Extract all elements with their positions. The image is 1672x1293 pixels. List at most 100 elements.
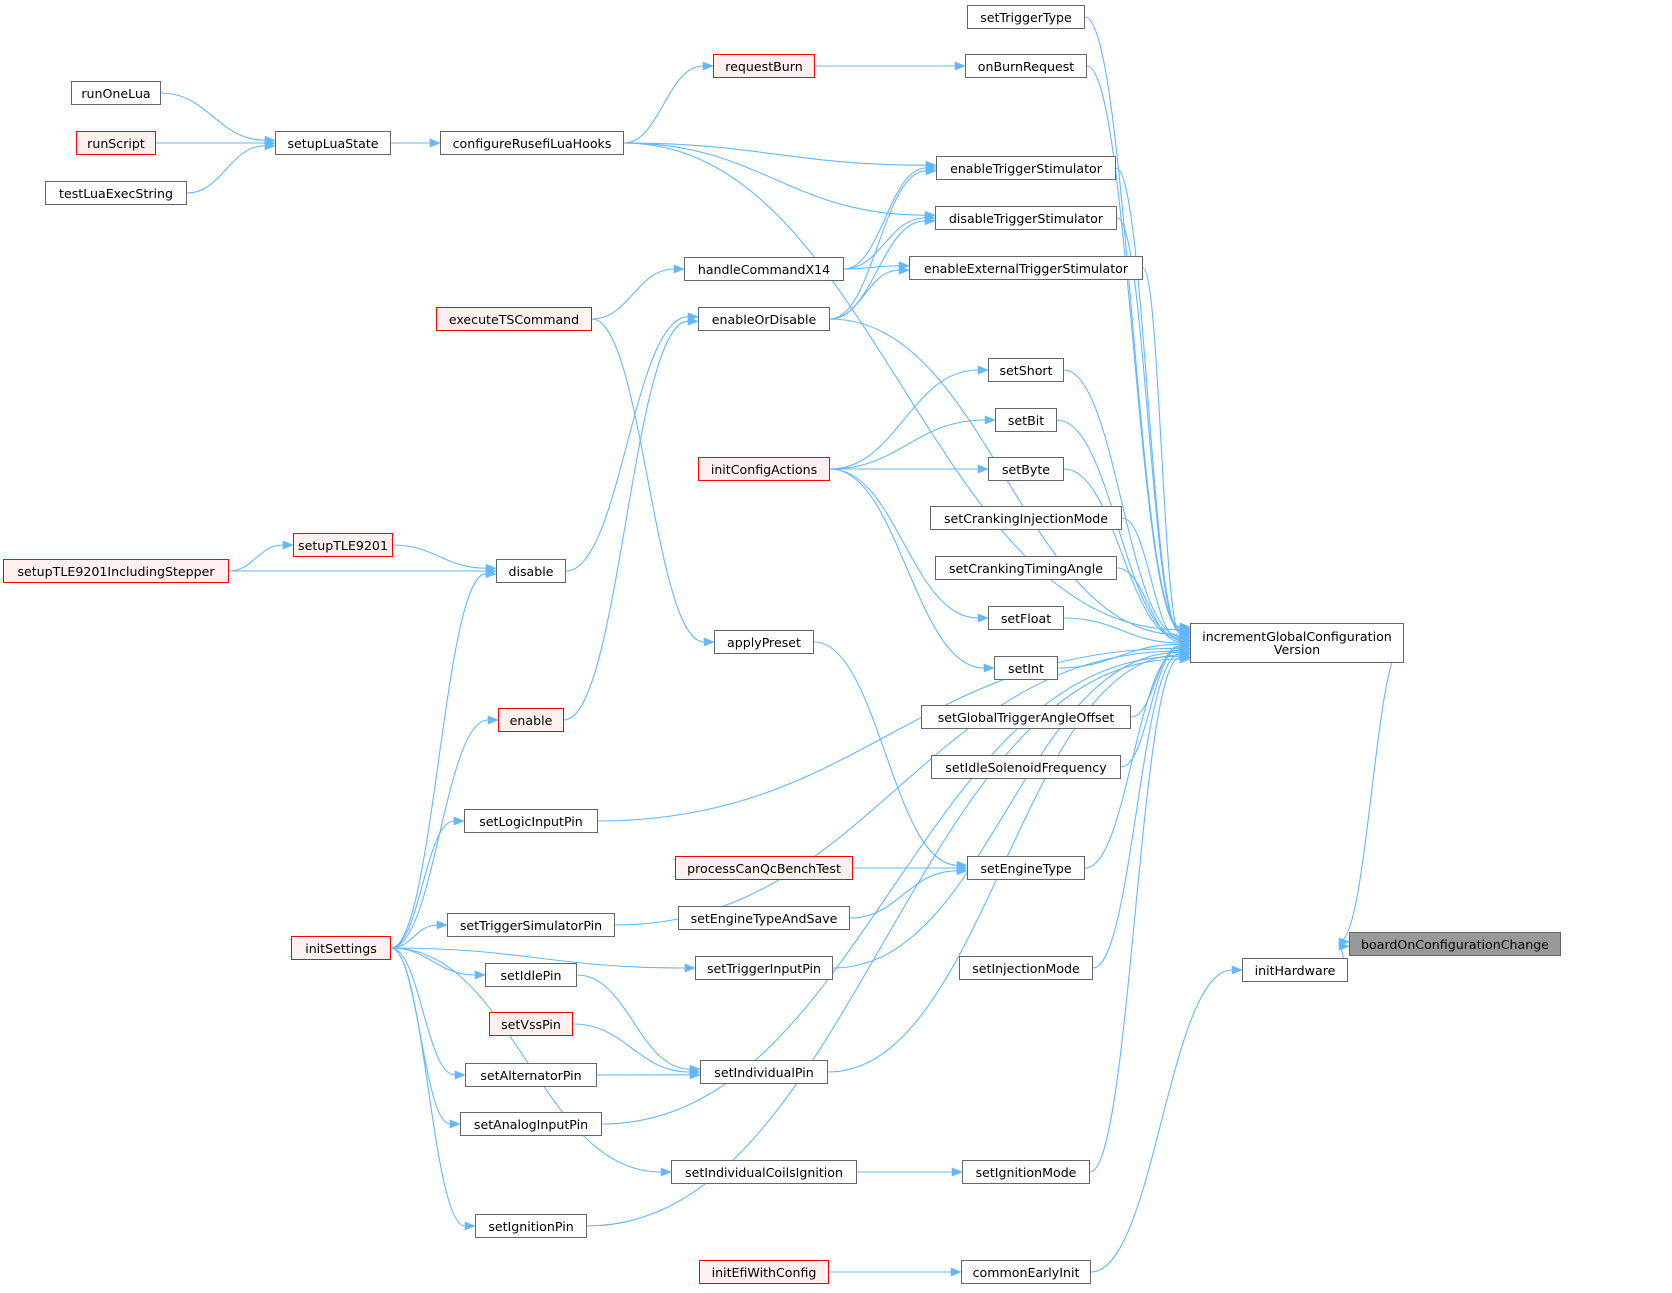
node-label: handleCommandX14: [698, 263, 830, 276]
arrowhead-initSettings-to-setAnalogInputPin: [450, 1120, 460, 1128]
node-label: executeTSCommand: [449, 313, 579, 326]
edge-disable-to-enableOrDisable: [566, 317, 688, 571]
node-enable[interactable]: enable: [498, 708, 564, 732]
node-label: incrementGlobalConfiguration Version: [1202, 630, 1392, 656]
node-setByte[interactable]: setByte: [988, 457, 1064, 481]
node-label: setEngineTypeAndSave: [691, 912, 838, 925]
node-setTriggerType[interactable]: setTriggerType: [967, 5, 1085, 29]
node-setShort[interactable]: setShort: [988, 358, 1064, 382]
edge-runOneLua-to-setupLuaState: [161, 93, 265, 140]
edge-incrementGlobalConfigurationVersion-to-boardOnConfigurationChange: [1339, 643, 1404, 942]
node-setupTLE9201IncludingStepper[interactable]: setupTLE9201IncludingStepper: [3, 559, 229, 583]
node-setIgnitionPin[interactable]: setIgnitionPin: [475, 1214, 587, 1238]
arrowhead-initConfigActions-to-setInt: [984, 664, 994, 672]
node-setTriggerInputPin[interactable]: setTriggerInputPin: [695, 956, 833, 980]
node-initHardware[interactable]: initHardware: [1242, 958, 1348, 982]
node-testLuaExecString[interactable]: testLuaExecString: [45, 181, 187, 205]
node-label: onBurnRequest: [978, 60, 1074, 73]
arrowhead-setIndividualCoilsIgnition-to-setIgnitionMode: [952, 1168, 962, 1176]
node-handleCommandX14[interactable]: handleCommandX14: [684, 257, 844, 281]
node-setupLuaState[interactable]: setupLuaState: [275, 131, 391, 155]
arrowhead-initConfigActions-to-setByte: [978, 465, 988, 473]
node-setCrankingTimingAngle[interactable]: setCrankingTimingAngle: [935, 556, 1117, 580]
node-configureRusefiLuaHooks[interactable]: configureRusefiLuaHooks: [440, 131, 624, 155]
node-setAnalogInputPin[interactable]: setAnalogInputPin: [460, 1112, 602, 1136]
node-applyPreset[interactable]: applyPreset: [714, 630, 814, 654]
node-requestBurn[interactable]: requestBurn: [713, 54, 815, 78]
edge-setTriggerSimulatorPin-to-incrementGlobalConfigurationVersion: [615, 651, 1180, 925]
node-setIndividualCoilsIgnition[interactable]: setIndividualCoilsIgnition: [671, 1160, 857, 1184]
edge-commonEarlyInit-to-initHardware: [1091, 970, 1232, 1272]
node-onBurnRequest[interactable]: onBurnRequest: [965, 54, 1087, 78]
edge-setIdlePin-to-setIndividualPin: [577, 975, 690, 1069]
node-label: setEngineType: [980, 862, 1071, 875]
node-label: initConfigActions: [711, 463, 817, 476]
node-disable[interactable]: disable: [496, 559, 566, 583]
node-executeTSCommand[interactable]: executeTSCommand: [436, 307, 592, 331]
node-initConfigActions[interactable]: initConfigActions: [698, 457, 830, 481]
node-label: configureRusefiLuaHooks: [453, 137, 612, 150]
node-initSettings[interactable]: initSettings: [291, 936, 391, 960]
node-setEngineTypeAndSave[interactable]: setEngineTypeAndSave: [678, 906, 850, 930]
node-incrementGlobalConfigurationVersion[interactable]: incrementGlobalConfiguration Version: [1190, 623, 1404, 663]
arrowhead-initSettings-to-setTriggerSimulatorPin: [437, 921, 447, 929]
node-label: applyPreset: [727, 636, 801, 649]
node-setEngineType[interactable]: setEngineType: [967, 856, 1085, 880]
node-commonEarlyInit[interactable]: commonEarlyInit: [961, 1260, 1091, 1284]
edge-configureRusefiLuaHooks-to-requestBurn: [624, 66, 703, 143]
node-setInjectionMode[interactable]: setInjectionMode: [959, 956, 1093, 980]
node-setIdlePin[interactable]: setIdlePin: [485, 963, 577, 987]
node-disableTriggerStimulator[interactable]: disableTriggerStimulator: [935, 206, 1117, 230]
node-label: setByte: [1002, 463, 1050, 476]
arrowhead-initSettings-to-enable: [488, 716, 498, 724]
node-setVssPin[interactable]: setVssPin: [489, 1012, 573, 1036]
node-processCanQcBenchTest[interactable]: processCanQcBenchTest: [675, 856, 853, 880]
node-label: boardOnConfigurationChange: [1361, 938, 1549, 951]
arrowhead-initSettings-to-setIgnitionPin: [465, 1222, 475, 1230]
edge-enableExternalTriggerStimulator-to-incrementGlobalConfigurationVersion: [1143, 268, 1180, 634]
node-setupTLE9201[interactable]: setupTLE9201: [293, 533, 393, 557]
node-label: initHardware: [1255, 964, 1336, 977]
node-setGlobalTriggerAngleOffset[interactable]: setGlobalTriggerAngleOffset: [921, 705, 1131, 729]
node-runOneLua[interactable]: runOneLua: [71, 81, 161, 105]
node-setAlternatorPin[interactable]: setAlternatorPin: [465, 1063, 597, 1087]
edge-handleCommandX14-to-enableTriggerStimulator: [844, 168, 926, 269]
edge-initConfigActions-to-setBit: [830, 420, 985, 469]
node-runScript[interactable]: runScript: [76, 131, 156, 155]
arrowhead-setupLuaState-to-configureRusefiLuaHooks: [430, 139, 440, 147]
arrowhead-initEfiWithConfig-to-commonEarlyInit: [951, 1268, 961, 1276]
edge-enableTriggerStimulator-to-incrementGlobalConfigurationVersion: [1116, 168, 1180, 631]
node-setFloat[interactable]: setFloat: [988, 606, 1064, 630]
node-setIgnitionMode[interactable]: setIgnitionMode: [962, 1160, 1090, 1184]
node-label: processCanQcBenchTest: [687, 862, 841, 875]
edge-initSettings-to-disable: [391, 574, 486, 948]
edge-setupTLE9201IncludingStepper-to-setupTLE9201: [229, 545, 283, 571]
node-enableExternalTriggerStimulator[interactable]: enableExternalTriggerStimulator: [909, 256, 1143, 280]
node-label: setAlternatorPin: [480, 1069, 581, 1082]
arrowhead-commonEarlyInit-to-initHardware: [1232, 966, 1242, 974]
node-setBit[interactable]: setBit: [995, 408, 1057, 432]
node-enableOrDisable[interactable]: enableOrDisable: [698, 307, 830, 331]
node-enableTriggerStimulator[interactable]: enableTriggerStimulator: [936, 156, 1116, 180]
edge-applyPreset-to-setEngineType: [814, 642, 957, 865]
node-setLogicInputPin[interactable]: setLogicInputPin: [464, 809, 598, 833]
arrowhead-initSettings-to-setAlternatorPin: [455, 1071, 465, 1079]
node-label: setIndividualCoilsIgnition: [685, 1166, 843, 1179]
node-label: commonEarlyInit: [973, 1266, 1080, 1279]
node-setIdleSolenoidFrequency[interactable]: setIdleSolenoidFrequency: [931, 755, 1121, 779]
node-label: setIgnitionPin: [488, 1220, 573, 1233]
node-setCrankingInjectionMode[interactable]: setCrankingInjectionMode: [930, 506, 1122, 530]
arrowhead-initConfigActions-to-setFloat: [978, 614, 988, 622]
arrowhead-configureRusefiLuaHooks-to-requestBurn: [703, 62, 713, 70]
node-label: requestBurn: [725, 60, 802, 73]
node-initEfiWithConfig[interactable]: initEfiWithConfig: [699, 1260, 829, 1284]
edge-setShort-to-incrementGlobalConfigurationVersion: [1064, 370, 1180, 636]
node-label: setIdlePin: [500, 969, 561, 982]
edge-setTriggerType-to-incrementGlobalConfigurationVersion: [1085, 17, 1180, 627]
node-setIndividualPin[interactable]: setIndividualPin: [700, 1060, 828, 1084]
edge-initSettings-to-setIdlePin: [391, 948, 475, 975]
node-setInt[interactable]: setInt: [994, 656, 1058, 680]
arrowhead-executeTSCommand-to-applyPreset: [704, 638, 714, 646]
node-setTriggerSimulatorPin[interactable]: setTriggerSimulatorPin: [447, 913, 615, 937]
